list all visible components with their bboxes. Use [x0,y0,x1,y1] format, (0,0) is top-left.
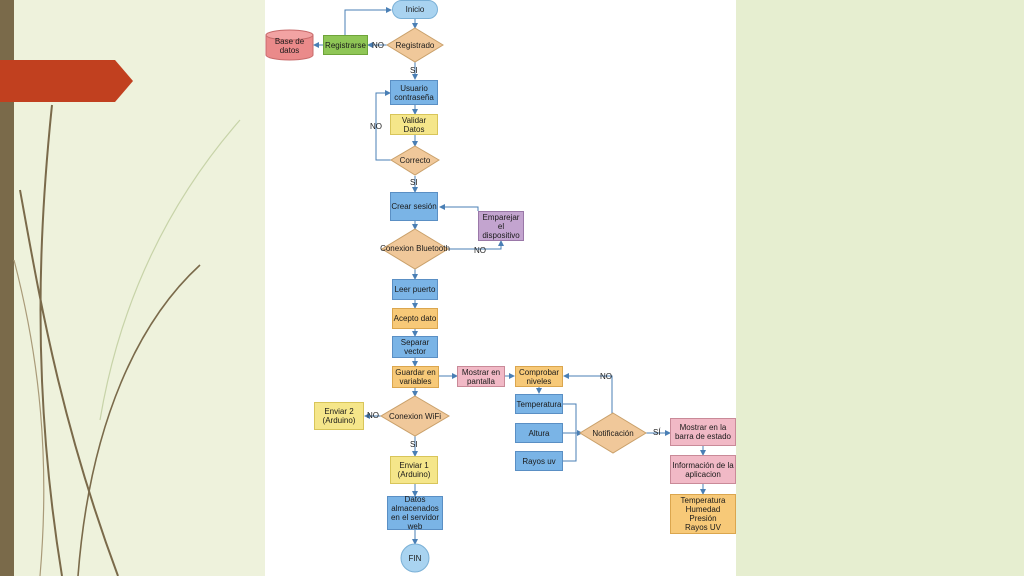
diagram-panel [265,0,736,576]
edge-label-bluetooth-no: NO [474,246,486,255]
process-emparejar-dispositivo: Emparejar el dispositivo [478,211,524,241]
process-crear-sesion: Crear sesión [390,192,438,221]
edge-label-wifi-si: SI [410,440,418,449]
decorative-stem [99,119,241,421]
left-stripe [0,0,14,576]
process-separar-vector: Separar vector [392,336,438,358]
process-guardar-variables: Guardar en variables [392,366,439,388]
database-shape [265,29,314,61]
process-enviar-1: Enviar 1 (Arduino) [390,456,438,484]
decorative-stem [39,104,63,576]
sensor-altura: Altura [515,423,563,443]
decision-conexion-wifi-label: Conexion WiFi [388,411,441,421]
edge-label-registrado-si: SI [410,66,418,75]
process-enviar-2: Enviar 2 (Arduino) [314,402,364,430]
sensor-rayos-uv: Rayos uv [515,451,563,471]
decision-conexion-bluetooth [381,228,449,270]
edge-label-notificacion-si: SÍ [653,428,661,437]
process-informacion-aplicacion: Información de la aplicacion [670,455,736,484]
title-accent-arrow [0,60,133,102]
decision-registrado-label: Registrado [395,40,435,50]
decorative-stem [77,264,201,576]
edge-label-correcto-si: SI [410,178,418,187]
process-datos-servidor-web: Datos almacenados en el servidor web [387,495,443,531]
terminal-inicio: Inicio [392,0,438,19]
process-validar-datos: Validar Datos [390,114,438,135]
process-acepto-dato: Acepto dato [392,308,438,329]
decorative-stem [13,259,45,576]
decision-notificacion [579,412,647,454]
process-registrarse: Registrarse [323,35,368,55]
edge-label-wifi-no: NO [367,411,379,420]
process-valores-mostrados: Temperatura Humedad Presión Rayos UV [670,494,736,534]
process-mostrar-barra-estado: Mostrar en la barra de estado [670,418,736,446]
decision-conexion-bluetooth-label: Conexion Bluetooth [380,243,450,253]
edge-label-registrado-no: NO [372,41,384,50]
decision-correcto-label: Correcto [399,155,431,165]
process-comprobar-niveles: Comprobar niveles [515,366,563,387]
process-leer-puerto: Leer puerto [392,279,438,300]
terminal-fin [400,543,430,573]
decision-notificacion-label: Notificación [592,428,634,438]
decision-correcto [390,145,440,176]
database-label: Base de datos [274,37,305,55]
edge-label-correcto-no: NO [370,122,382,131]
decision-conexion-wifi [380,395,450,437]
sensor-temperatura: Temperatura [515,394,563,414]
terminal-fin-label: FIN [408,553,422,563]
edge-label-notificacion-no: NO [600,372,612,381]
process-mostrar-pantalla: Mostrar en pantalla [457,366,505,387]
process-usuario-contrasena: Usuario contraseña [390,80,438,105]
decision-registrado [386,27,444,63]
decorative-stem [19,189,119,576]
